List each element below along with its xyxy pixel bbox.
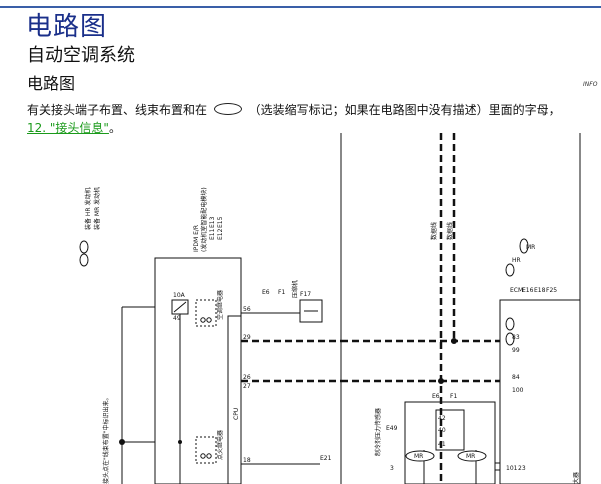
pin-label: 29 [243,334,251,341]
module-connector: E11 [209,228,216,240]
pin-label: 83 [512,334,520,341]
compressor [299,299,323,323]
connector-e21: E21 [320,455,332,462]
mr-label: MR [466,453,475,460]
module-connector: E12 [217,228,224,240]
pin-label: 26 [243,374,251,381]
refrigerant-sensor [404,401,496,484]
pin-label: 100 [512,387,524,394]
sensor-pin: 42 [438,415,446,422]
sensor-e6: E6 [432,393,440,400]
module-desc: (发动机室智能配电模块) [200,187,208,252]
mr-label: MR [414,453,423,460]
mr-oval-right [457,450,487,462]
module-connector: E13 [209,216,216,228]
fuse-rating: 10A [173,292,186,299]
option-symbol-icon [213,103,242,115]
pin-label: 99 [512,347,520,354]
module-connector: E15 [217,216,224,228]
page-subtitle: 自动空调系统 [27,45,135,66]
connector-f1: F1 [278,289,285,296]
info-tag: INFO [583,81,598,88]
connector-info-line: 12. "接头信息"。 [27,119,121,136]
link-suffix: 。 [108,121,121,135]
junction-dots [119,338,457,445]
connector-info-link[interactable]: 12. "接头信息" [27,121,109,135]
sensor-pin: 40 [438,427,446,434]
description-after: （选装缩写标记；如果在电路图中没有描述）里面的字母， [248,103,561,117]
ecm-box [499,299,581,484]
section-title: 电路图 [27,74,76,93]
pin-label: 84 [512,374,520,381]
ignition-relay [195,436,217,464]
legend-hr: 装备 HR 发动机 [84,188,92,231]
page-title: 电路图 [26,12,108,42]
hr-label: HR [512,257,521,264]
ecm-connector: E18 [534,287,546,294]
description-before: 有关接头端子布置、线束布置和在 [27,103,208,117]
mr-label: MR [526,244,535,251]
connector-e6: E6 [262,289,270,296]
fuse-number: 49 [173,315,181,322]
relay2-label: 点火继电器 [216,430,224,460]
pin-label: 18 [243,457,251,464]
ecm-connector: E16 [522,287,534,294]
module-name: IPDM E/R [193,225,200,252]
sensor-pin: 41 [438,441,446,448]
data-line-label: 数据线 [430,222,438,240]
relay1-label: 空调继电器 [216,290,224,320]
compressor-label: 压缩机 [291,280,299,298]
pin-label: 27 [243,383,251,390]
sensor-connector [435,409,465,451]
cpu-box [227,315,242,484]
ecm-connector: F25 [546,287,557,294]
pin-label: 101 [506,465,518,472]
description-text: 有关接头端子布置、线束布置和在 （选装缩写标记；如果在电路图中没有描述）里面的字… [27,101,561,118]
header-rule [0,6,601,8]
compressor-connector: F17 [300,291,311,298]
pin-label: 3 [390,465,394,472]
sensor-f1: F1 [450,393,457,400]
sensor-label: 制冷剂压力传感器 [374,408,382,456]
pin-label: 56 [243,306,251,313]
ac-relay [195,299,217,327]
sensor-connector-label: E49 [386,425,398,432]
side-note: 接头点在"线束布置"中标识出来。 [102,394,110,484]
data-line-label: 数据线 [446,222,454,240]
ecm-label: ECM [510,287,523,294]
cpu-label: CPU [233,408,240,420]
mr-oval-left [405,450,435,462]
pin-label: 23 [518,465,526,472]
legend-mr: 装备 MR 发动机 [93,187,101,230]
corner-label: 大器 [572,472,580,484]
